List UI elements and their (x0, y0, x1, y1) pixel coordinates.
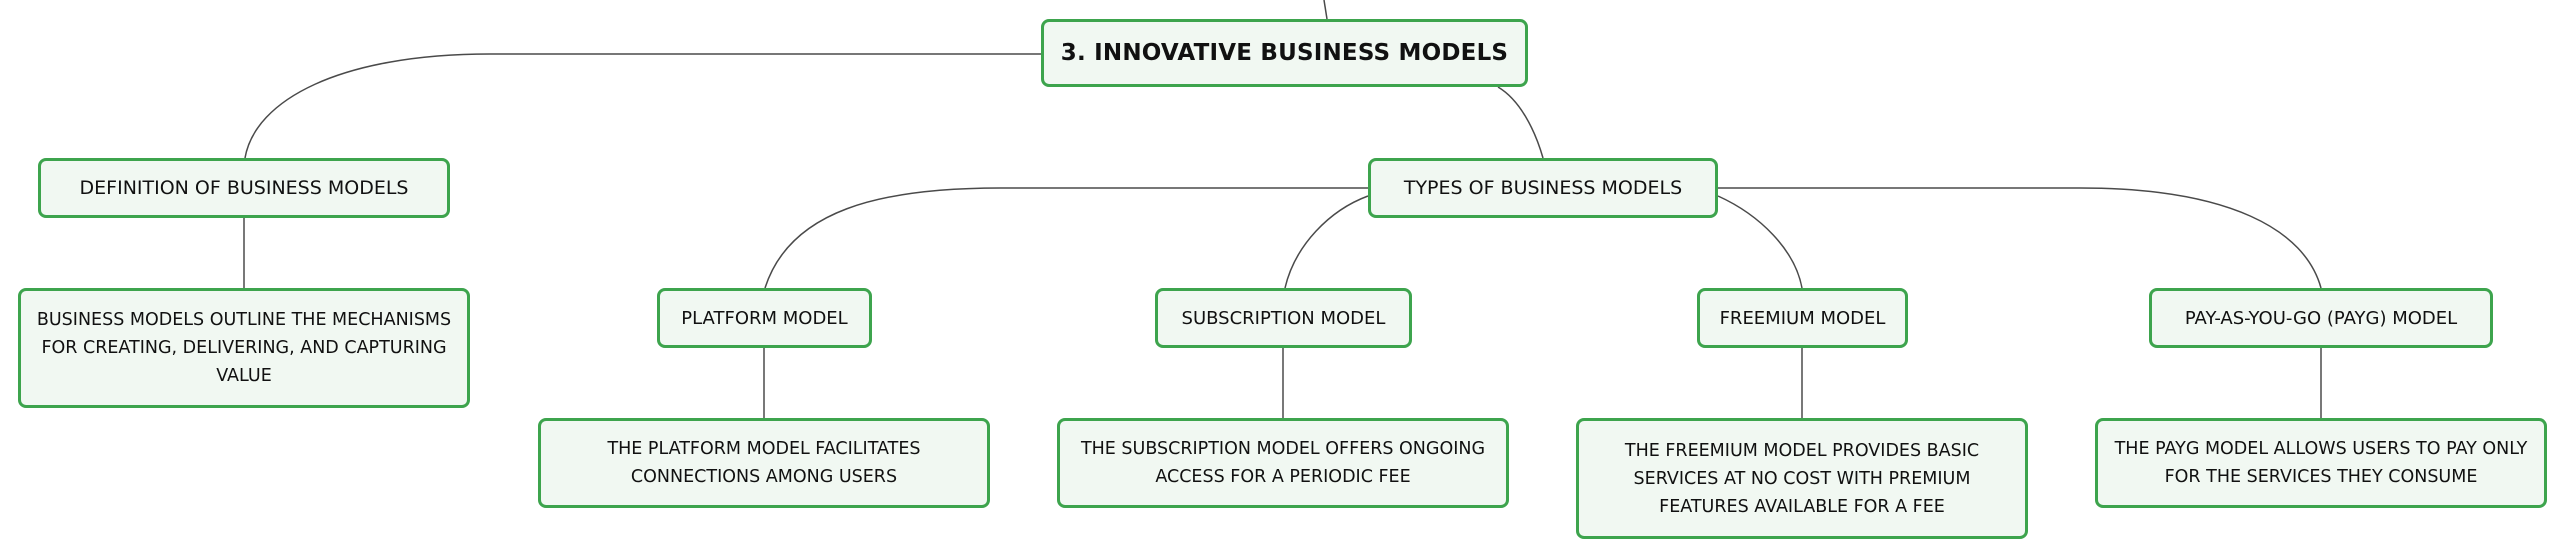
subscription-model-detail-text: THE SUBSCRIPTION MODEL OFFERS ONGOING AC… (1080, 439, 1486, 487)
payg-model-node[interactable]: PAY-AS-YOU-GO (PAYG) MODEL (2149, 288, 2493, 348)
payg-model-detail-text: THE PAYG MODEL ALLOWS USERS TO PAY ONLY … (2114, 439, 2528, 487)
freemium-model-label: FREEMIUM MODEL (1719, 307, 1886, 329)
freemium-model-detail-node[interactable]: THE FREEMIUM MODEL PROVIDES BASIC SERVIC… (1576, 418, 2028, 539)
subscription-model-node[interactable]: SUBSCRIPTION MODEL (1155, 288, 1412, 348)
connector-types-to-platform (764, 187, 1368, 289)
connector-root-to-definition (244, 53, 1041, 159)
definition-detail-text: BUSINESS MODELS OUTLINE THE MECHANISMS F… (36, 310, 452, 386)
platform-model-detail-node[interactable]: THE PLATFORM MODEL FACILITATES CONNECTIO… (538, 418, 990, 508)
definition-topic-label: DEFINITION OF BUSINESS MODELS (79, 177, 409, 199)
definition-detail-node[interactable]: BUSINESS MODELS OUTLINE THE MECHANISMS F… (18, 288, 470, 408)
subscription-model-detail-node[interactable]: THE SUBSCRIPTION MODEL OFFERS ONGOING AC… (1057, 418, 1509, 508)
freemium-model-detail-text: THE FREEMIUM MODEL PROVIDES BASIC SERVIC… (1624, 440, 1980, 517)
definition-topic-node[interactable]: DEFINITION OF BUSINESS MODELS (38, 158, 450, 218)
platform-model-detail-text: THE PLATFORM MODEL FACILITATES CONNECTIO… (607, 439, 921, 487)
types-topic-label: TYPES OF BUSINESS MODELS (1403, 177, 1683, 199)
platform-model-node[interactable]: PLATFORM MODEL (657, 288, 872, 348)
connector-types-to-subscription (1284, 195, 1369, 289)
payg-model-label: PAY-AS-YOU-GO (PAYG) MODEL (2184, 307, 2458, 329)
root-topic-label: 3. INNOVATIVE BUSINESS MODELS (1060, 40, 1509, 66)
connector-types-to-payg (1718, 187, 2322, 289)
platform-model-label: PLATFORM MODEL (681, 307, 848, 329)
freemium-model-node[interactable]: FREEMIUM MODEL (1697, 288, 1908, 348)
connector-root-parent (1323, 0, 1328, 20)
types-topic-node[interactable]: TYPES OF BUSINESS MODELS (1368, 158, 1718, 218)
connector-root-to-types (1497, 86, 1544, 159)
connector-types-to-freemium (1717, 195, 1803, 289)
root-topic-node[interactable]: 3. INNOVATIVE BUSINESS MODELS (1041, 19, 1528, 87)
subscription-model-label: SUBSCRIPTION MODEL (1181, 307, 1386, 329)
payg-model-detail-node[interactable]: THE PAYG MODEL ALLOWS USERS TO PAY ONLY … (2095, 418, 2547, 508)
